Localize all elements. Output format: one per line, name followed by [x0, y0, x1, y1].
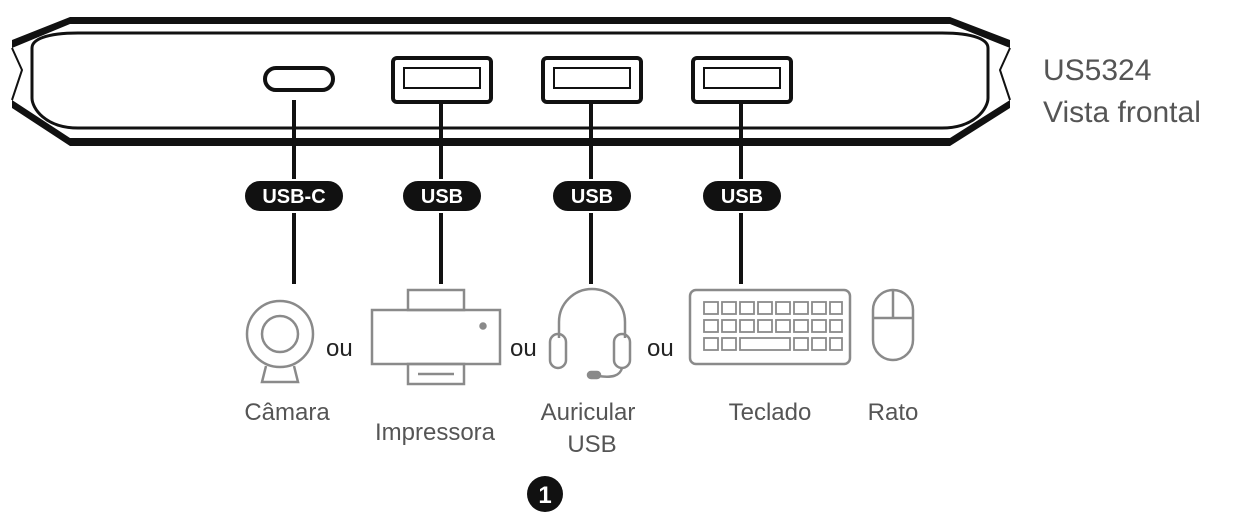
or-label: ou — [647, 335, 674, 362]
connector-pill-usb-c: USB-C — [243, 179, 345, 213]
connector-pill-usb-3: USB — [701, 179, 783, 213]
webcam-icon — [245, 299, 315, 384]
view-label: Vista frontal — [1043, 96, 1201, 129]
or-label: ou — [326, 335, 353, 362]
keyboard-icon — [688, 288, 852, 366]
headset-icon — [548, 287, 632, 380]
step-number: 1 — [538, 482, 551, 509]
step-number-badge: 1 — [527, 476, 563, 512]
usb-a-port-2 — [541, 56, 643, 104]
or-label: ou — [510, 335, 537, 362]
connector-label: USB-C — [262, 186, 325, 208]
usb-c-port — [263, 66, 335, 92]
headset-label-line2: USB — [567, 431, 616, 458]
usb-a-port-3 — [691, 56, 793, 104]
connector-pill-usb-1: USB — [401, 179, 483, 213]
connector-label: USB — [571, 186, 613, 208]
printer-icon — [370, 288, 502, 386]
mouse-label: Rato — [868, 399, 919, 426]
connector-label: USB — [421, 186, 463, 208]
device-front-panel — [11, 17, 1011, 146]
camera-label: Câmara — [244, 399, 330, 426]
usb-a-port-1 — [391, 56, 493, 104]
mouse-icon — [871, 288, 915, 362]
headset-label-line1: Auricular — [541, 399, 636, 426]
model-label: US5324 — [1043, 54, 1151, 87]
keyboard-label: Teclado — [729, 399, 812, 426]
connector-label: USB — [721, 186, 763, 208]
connector-pill-usb-2: USB — [551, 179, 633, 213]
printer-label: Impressora — [375, 419, 496, 446]
